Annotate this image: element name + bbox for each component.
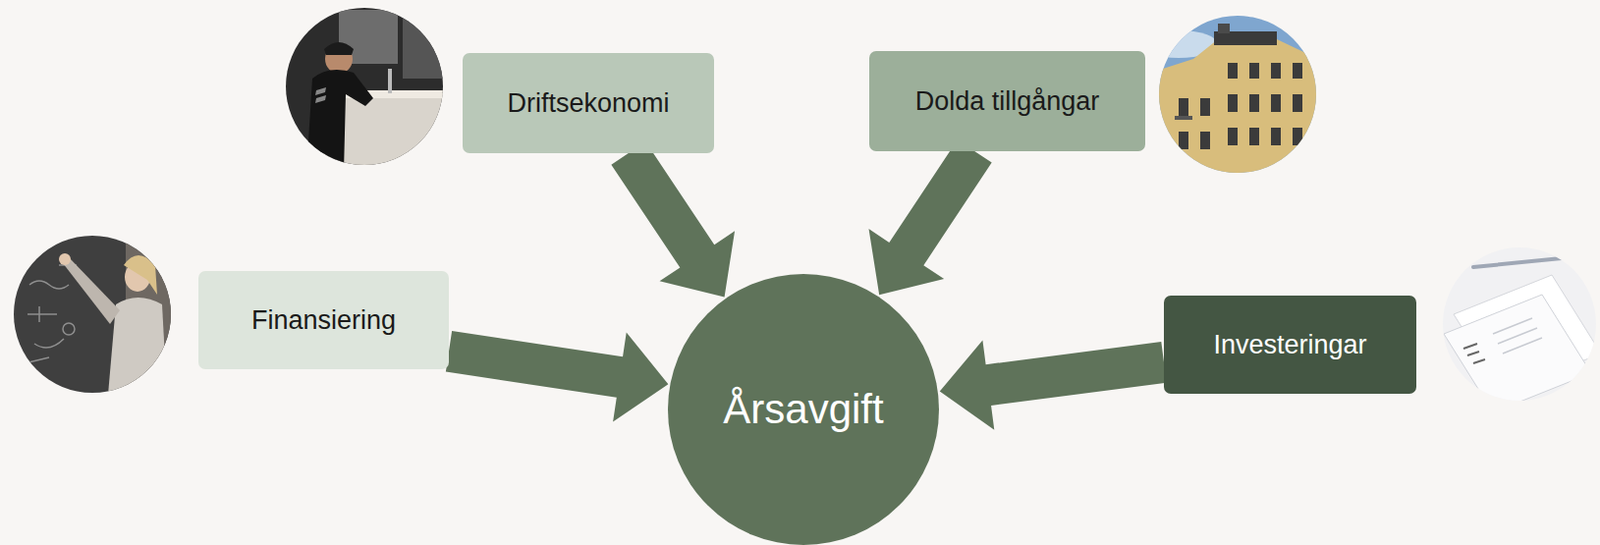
- topic-box: Finansiering: [198, 271, 449, 370]
- building-photo: [1139, 13, 1319, 175]
- chalkboard-photo: [11, 233, 175, 395]
- block-arrow: [610, 141, 735, 297]
- circle-fill: [667, 274, 939, 545]
- kitchen-photo: [284, 5, 452, 172]
- center-label: Årsavgift: [722, 386, 883, 434]
- block-arrow: [939, 339, 1167, 430]
- box-label: Dolda tillgångar: [915, 86, 1101, 117]
- topic-box: Investeringar: [1163, 295, 1417, 394]
- box-label: Driftsekonomi: [506, 88, 669, 119]
- box-label: Finansiering: [251, 305, 396, 336]
- topic-box: Driftsekonomi: [462, 53, 715, 154]
- papers-photo: [1440, 245, 1600, 413]
- center-circle: Årsavgift: [667, 274, 939, 545]
- block-arrow: [869, 139, 993, 295]
- box-label: Investeringar: [1213, 330, 1367, 361]
- topic-box: Dolda tillgångar: [869, 51, 1146, 152]
- block-arrow: [445, 331, 668, 422]
